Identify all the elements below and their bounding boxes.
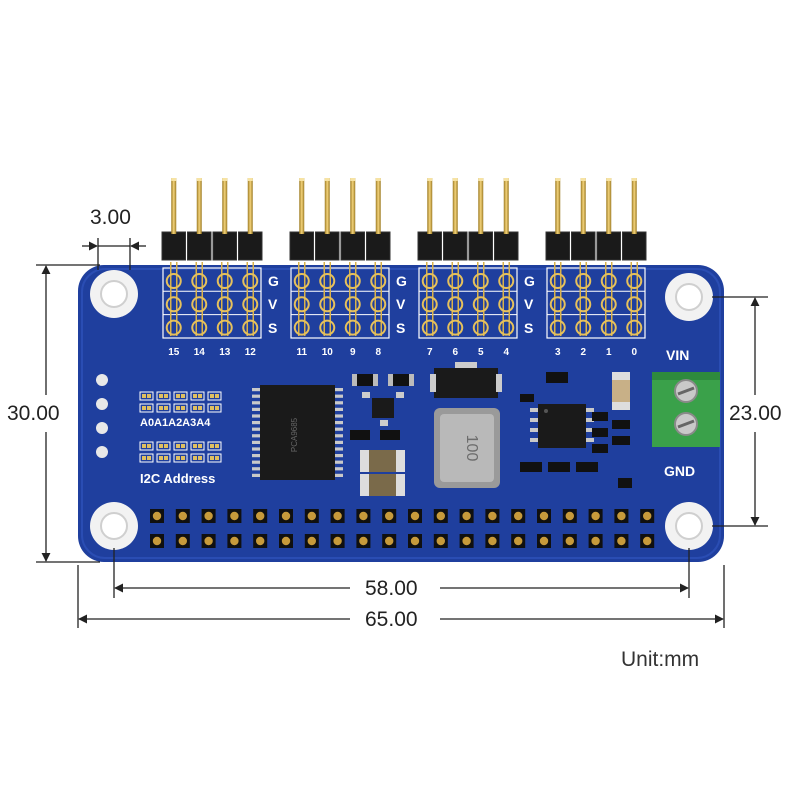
power-terminal-block	[652, 372, 720, 447]
row-label: V	[396, 296, 406, 313]
tantalum-capacitors	[360, 450, 405, 496]
power-ic	[530, 404, 594, 448]
channel-label: 0	[631, 347, 638, 358]
address-pins-label: A0A1A2A3A4	[140, 417, 211, 429]
address-jumpers	[139, 391, 222, 463]
channel-label: 14	[193, 347, 205, 358]
smd-parts-right	[520, 372, 632, 488]
svg-text:PCA9685: PCA9685	[290, 417, 299, 452]
mounting-hole-bottom-left	[90, 502, 138, 550]
channel-label: 1	[605, 347, 612, 358]
row-label: S	[268, 319, 278, 336]
dimension-lines	[36, 238, 768, 628]
channel-label: 6	[452, 347, 459, 358]
mounting-hole-top-left	[90, 270, 138, 318]
channel-label: 7	[426, 347, 433, 358]
dimension-hole-spacing-vertical: 23.00	[729, 402, 782, 425]
pcb-board	[78, 265, 724, 562]
channel-label: 12	[244, 347, 256, 358]
mounting-hole-bottom-right	[665, 502, 713, 550]
voltage-regulator	[430, 362, 502, 398]
power-inductor: 100	[434, 408, 500, 488]
channel-label: 9	[349, 347, 356, 358]
pwm-driver-chip: PCA9685	[252, 385, 343, 480]
channel-label: 5	[477, 347, 484, 358]
dimension-hole-spacing-small: 3.00	[90, 206, 131, 229]
smd-resistors-top	[352, 374, 414, 386]
row-label: G	[268, 273, 279, 289]
dimension-hole-spacing-horizontal: 58.00	[365, 577, 418, 600]
row-label: S	[524, 319, 534, 336]
gnd-label: GND	[664, 463, 696, 479]
channel-label: 4	[503, 347, 510, 358]
mounting-hole-top-right	[665, 273, 713, 321]
i2c-address-label: I2C Address	[140, 471, 216, 486]
inductor-marking: 100	[463, 435, 480, 462]
channel-label: 3	[554, 347, 561, 358]
channel-label: 8	[375, 347, 382, 358]
channel-label: 13	[219, 347, 231, 358]
unit-label: Unit:mm	[621, 648, 700, 671]
row-label: G	[524, 273, 535, 289]
transistor	[350, 392, 404, 440]
servo-headers	[161, 178, 647, 339]
vin-label: VIN	[666, 347, 690, 363]
side-pads	[96, 374, 108, 458]
gpio-header-40pin	[150, 509, 655, 548]
dimension-board-height: 30.00	[7, 402, 60, 425]
channel-label: 2	[580, 347, 587, 358]
row-label: V	[524, 296, 534, 313]
row-label: V	[268, 296, 278, 313]
channel-label: 15	[168, 347, 180, 358]
channel-label: 10	[321, 347, 333, 358]
row-label: G	[396, 273, 407, 289]
row-label: S	[396, 319, 406, 336]
dimension-board-width: 65.00	[365, 608, 418, 631]
channel-label: 11	[296, 347, 308, 358]
